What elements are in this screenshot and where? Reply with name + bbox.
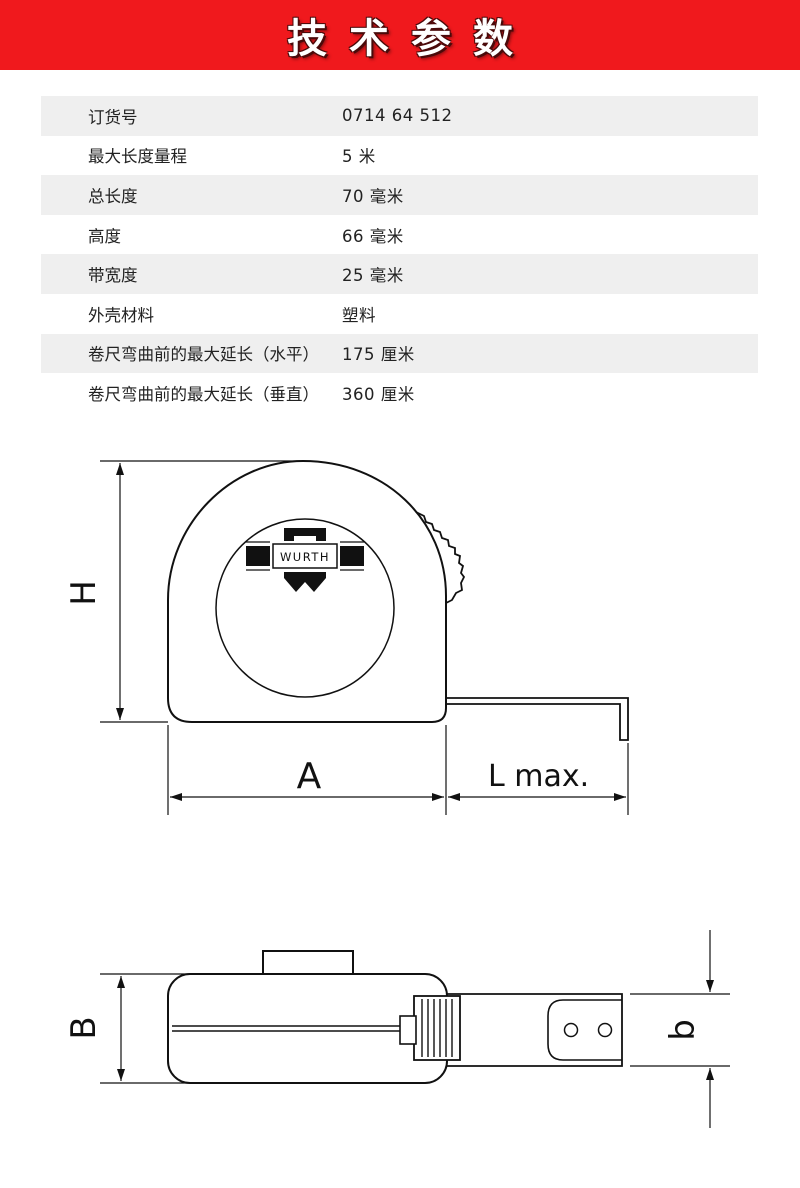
dim-label-a: A [297, 756, 322, 797]
logo-text: WURTH [280, 550, 330, 564]
dim-label-h: H [64, 580, 104, 606]
spec-label: 订货号 [88, 107, 138, 127]
spec-value: 25 毫米 [342, 266, 404, 286]
spec-row-tape-width: 带宽度 25 毫米 [41, 254, 758, 294]
spec-value: 175 厘米 [342, 345, 415, 365]
title-banner: 技术参数 [0, 0, 800, 70]
spec-row-extension-horizontal: 卷尺弯曲前的最大延长（水平） 175 厘米 [41, 333, 758, 374]
banner-title: 技术参数 [287, 15, 535, 62]
spec-value: 塑料 [342, 305, 376, 325]
spec-label: 总长度 [88, 186, 138, 206]
spec-row-height: 高度 66 毫米 [41, 215, 758, 255]
logo-w-top [284, 528, 326, 541]
tape-blade [446, 697, 629, 741]
spec-value: 360 厘米 [342, 384, 415, 404]
lock-button [415, 511, 466, 604]
logo-bar-left [246, 546, 270, 566]
logo-bar-right [340, 546, 364, 566]
side-view [167, 950, 623, 1084]
dimension-height [100, 460, 300, 723]
spec-row-order-number: 订货号 0714 64 512 [41, 96, 758, 136]
spec-value: 66 毫米 [342, 226, 404, 246]
case-face-circle [215, 518, 395, 698]
tape-case-front [167, 459, 447, 723]
dim-label-b: B [64, 1016, 104, 1039]
logo-w-bottom [284, 572, 326, 592]
front-view [167, 459, 629, 741]
wurth-logo: WURTH [246, 528, 364, 592]
hook-rivet-left [563, 1022, 579, 1038]
grip-ridges [421, 999, 453, 1057]
dim-label-b-small: b [663, 1019, 703, 1041]
dimension-tape-width [630, 930, 730, 1128]
spec-label: 卷尺弯曲前的最大延长（水平） [88, 345, 319, 365]
tape-hook [547, 999, 622, 1061]
spec-label: 带宽度 [88, 266, 138, 286]
hook-rivet-right [597, 1022, 613, 1038]
tape-grip [413, 995, 461, 1061]
spec-row-extension-vertical: 卷尺弯曲前的最大延长（垂直） 360 厘米 [41, 373, 758, 413]
spec-value: 70 毫米 [342, 186, 404, 206]
dimension-length [167, 725, 629, 815]
tape-blade-side [447, 993, 623, 1067]
spec-row-max-range: 最大长度量程 5 米 [41, 136, 758, 176]
spec-value: 5 米 [342, 147, 376, 167]
spec-label: 高度 [88, 226, 121, 246]
dimension-case-width [100, 973, 190, 1084]
spec-table: 订货号 0714 64 512 最大长度量程 5 米 总长度 70 毫米 高度 … [41, 96, 758, 413]
top-button [262, 950, 354, 975]
spec-label: 卷尺弯曲前的最大延长（垂直） [88, 384, 319, 404]
spec-label: 最大长度量程 [88, 147, 187, 167]
dim-label-lmax: L max. [488, 759, 589, 794]
spec-value: 0714 64 512 [342, 106, 453, 126]
spec-row-total-length: 总长度 70 毫米 [41, 175, 758, 215]
spec-label: 外壳材料 [88, 305, 154, 325]
spec-row-case-material: 外壳材料 塑料 [41, 294, 758, 334]
